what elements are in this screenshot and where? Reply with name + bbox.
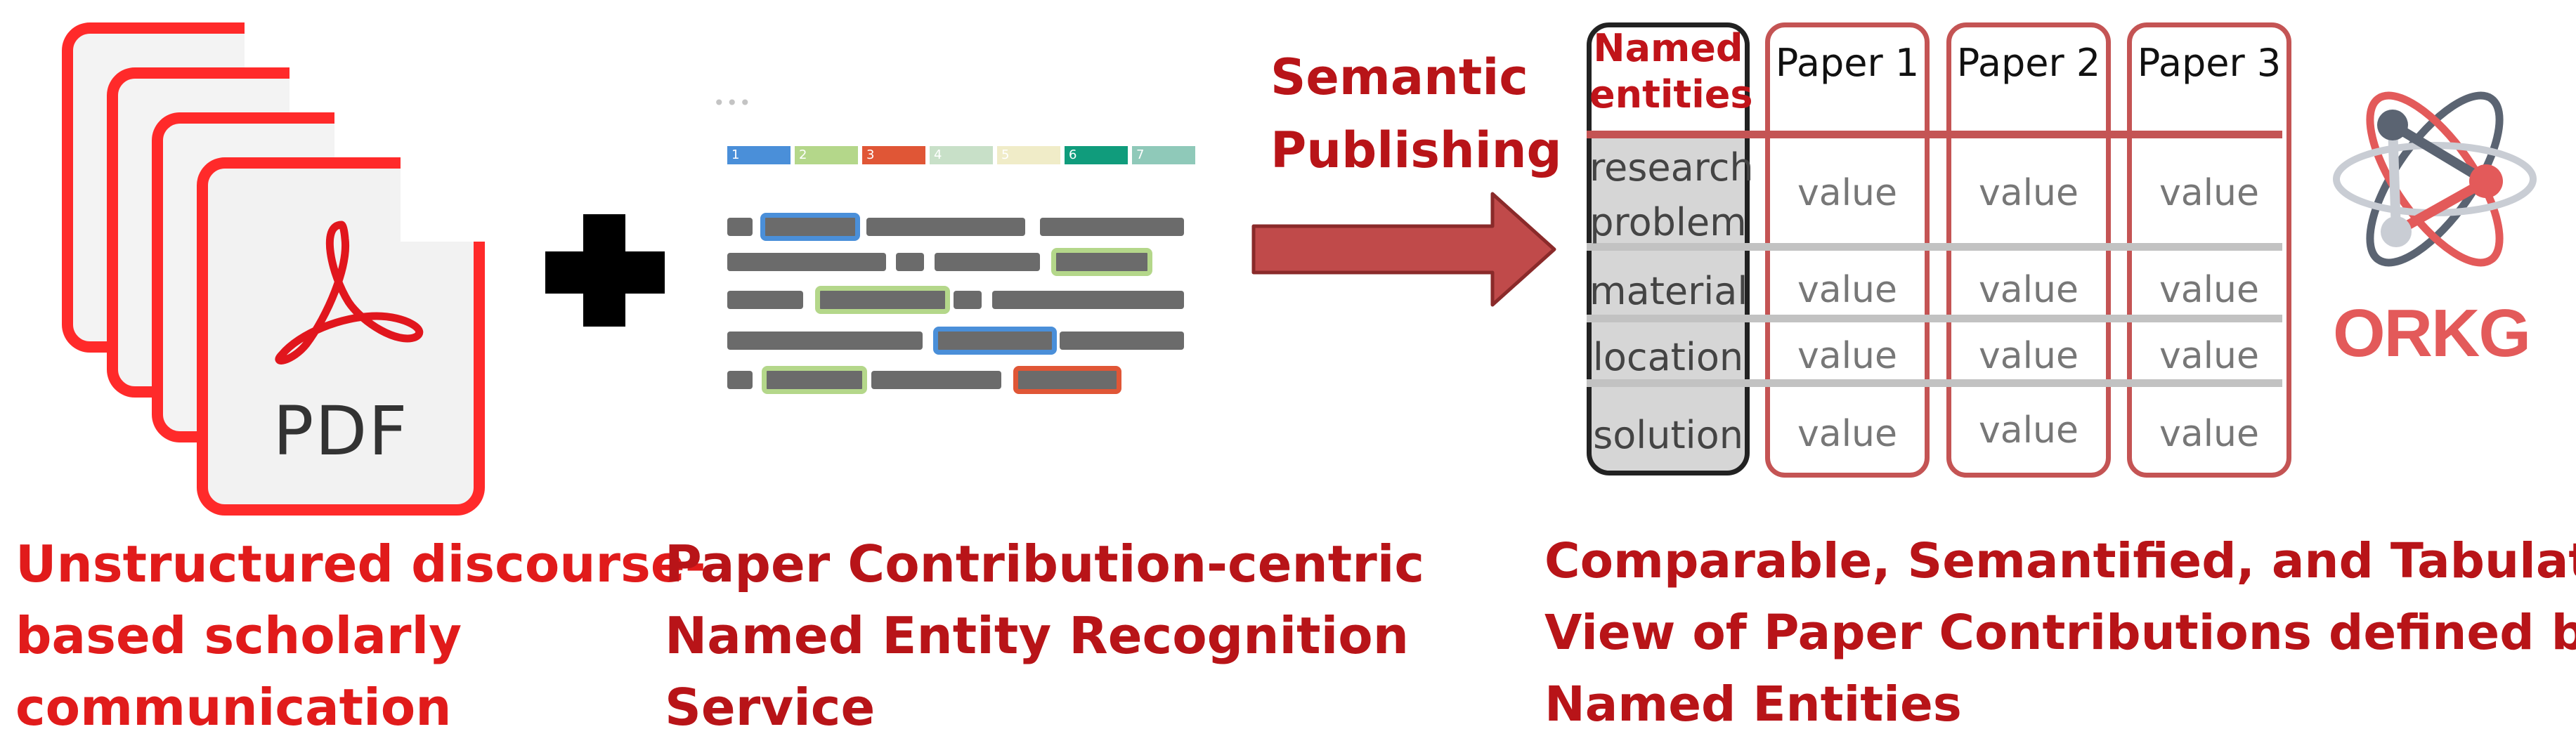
row-label-material: material [1589,269,1748,313]
table-cell: value [1978,172,2079,214]
caption-unstructured: Unstructured discourse- based scholarly … [15,534,706,737]
column-header-paper-2: Paper 2 [1956,41,2101,85]
pdf-card-front: PDF [197,157,485,516]
acrobat-icon [275,221,424,365]
table-cell: value [2159,172,2260,214]
highlighted-entity [1013,366,1121,394]
table-cell: value [1797,172,1898,214]
row-divider [1587,243,2282,251]
row-label-research-problem: research problem [1589,145,1754,244]
named-entities-header: Named entities [1589,26,1753,117]
token-bar [871,371,1001,389]
header-divider [1587,131,2282,138]
token-bar [992,291,1184,309]
legend-chip-7: 7 [1132,146,1195,164]
token-bar [727,332,923,350]
column-header-paper-1: Paper 1 [1775,41,1920,85]
row-divider [1587,379,2282,387]
token-bar [727,291,803,309]
highlighted-entity [762,366,867,394]
legend-chip-3: 3 [862,146,925,164]
token-bar [935,253,1040,271]
orkg-wordmark: ORKG [2333,296,2531,371]
table-cell: value [2159,269,2260,311]
highlighted-entity [760,213,860,241]
ellipsis-icon: ••• [713,91,753,114]
caption-tabulated-view: Comparable, Semantified, and Tabulated V… [1544,533,2576,733]
legend-chip-2: 2 [795,146,858,164]
token-bar [954,291,982,309]
caption-ner-service: Paper Contribution-centric Named Entity … [665,534,1425,737]
orkg-atom-icon [2333,91,2537,267]
legend-chip-6: 6 [1065,146,1128,164]
table-cell: value [1797,413,1898,455]
table-cell: value [1978,335,2079,377]
table-cell: value [1978,409,2079,452]
arrow-right-icon [1251,192,1556,307]
table-cell: value [2159,335,2260,377]
table-cell: value [1978,269,2079,311]
token-bar [866,218,1025,236]
token-bar [896,253,924,271]
legend-chip-5: 5 [997,146,1060,164]
token-bar [727,218,753,236]
token-bar [1040,218,1184,236]
highlighted-entity [1051,248,1152,276]
pdf-label: PDF [273,392,409,471]
row-divider [1587,315,2282,322]
token-bar [727,371,753,389]
row-label-solution: solution [1593,413,1743,457]
highlighted-entity [933,327,1057,355]
token-bar [1060,332,1184,350]
column-header-paper-3: Paper 3 [2137,41,2282,85]
token-bar [727,253,886,271]
table-cell: value [2159,413,2260,455]
semantic-publishing-label: Semantic Publishing [1270,48,1562,179]
highlighted-entity [815,286,950,314]
legend-chip-1: 1 [727,146,791,164]
row-label-location: location [1592,335,1744,379]
table-cell: value [1797,269,1898,311]
legend-chip-4: 4 [930,146,993,164]
table-cell: value [1797,335,1898,377]
